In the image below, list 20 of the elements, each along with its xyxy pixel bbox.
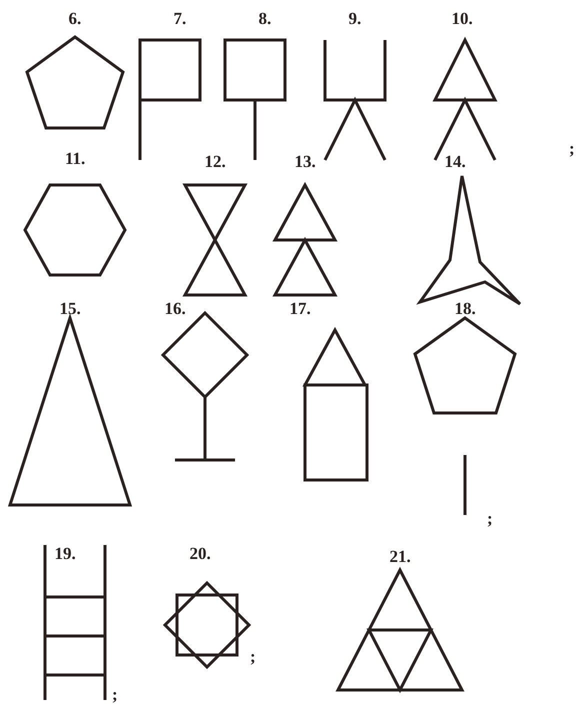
figure-number: 19.: [54, 545, 76, 562]
figure-number: ;: [487, 510, 493, 527]
figure-number: ;: [250, 648, 256, 665]
figure-number: 16.: [164, 300, 186, 317]
figure-number: 20.: [190, 545, 211, 562]
figure-number: ;: [569, 140, 575, 157]
figure-number: 7.: [174, 10, 186, 27]
figure-number: 15.: [60, 300, 81, 317]
figure-number: 10.: [452, 10, 473, 27]
figure-number: 14.: [444, 153, 466, 170]
figure-number: 13.: [294, 153, 316, 170]
figure-number: 8.: [258, 10, 272, 27]
figure-number: 6.: [68, 10, 82, 27]
figure-number: 18.: [454, 300, 476, 317]
figure-number: 17.: [290, 300, 311, 317]
figure-number: 9.: [348, 10, 362, 27]
figure-number: 11.: [65, 150, 86, 167]
figure-number: 12.: [204, 153, 226, 170]
figure-number: 21.: [390, 548, 411, 565]
figure-number: ;: [112, 686, 118, 703]
